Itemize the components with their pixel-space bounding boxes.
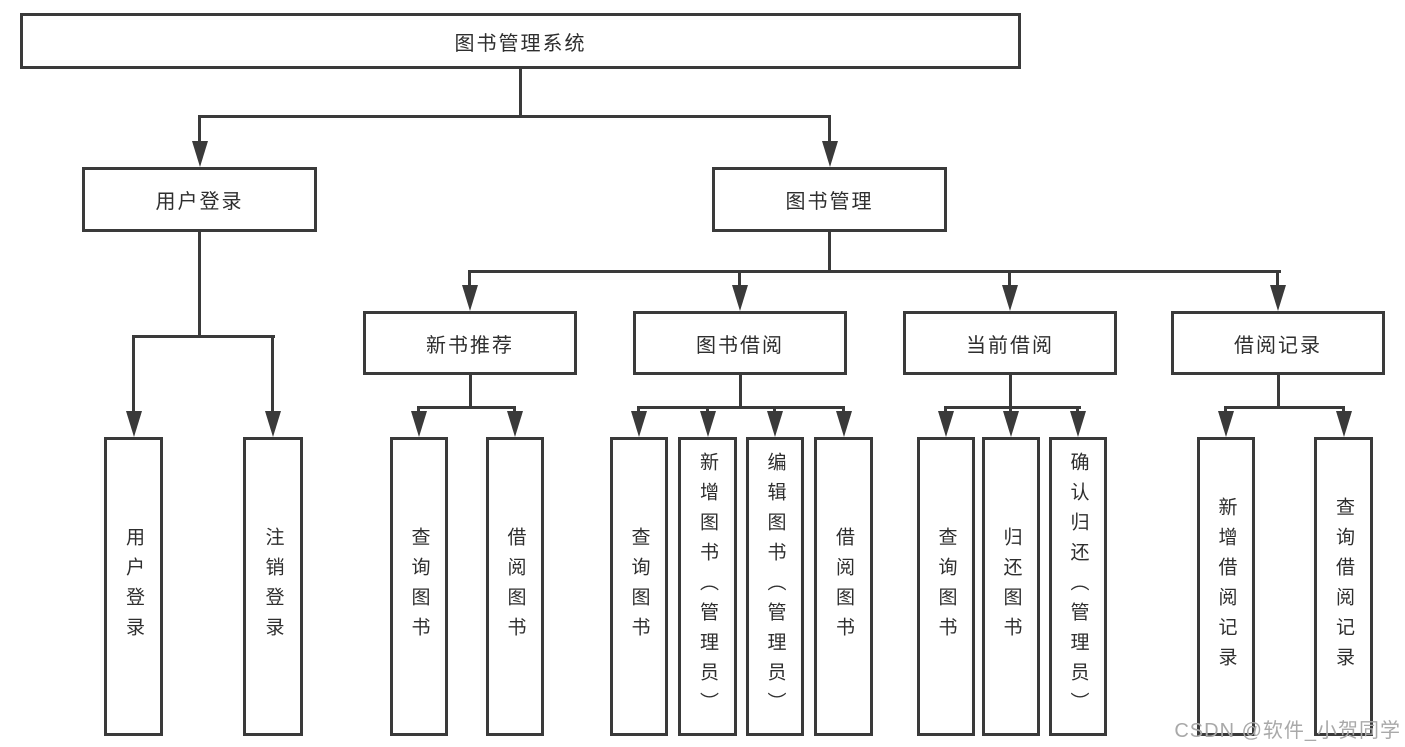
- arrowhead-down-icon: [631, 411, 647, 437]
- leaf-label: 借阅图书: [833, 526, 854, 647]
- leaf-label: 查询图书: [935, 526, 957, 647]
- connector-line: [828, 232, 831, 273]
- node-library-management-system: 图书管理系统: [20, 13, 1021, 69]
- arrowhead-down-icon: [1270, 285, 1286, 311]
- arrowhead-down-icon: [699, 411, 716, 437]
- connector-line: [469, 375, 472, 409]
- connector-line: [637, 406, 845, 409]
- arrowhead-down-icon: [1335, 411, 1352, 437]
- arrowhead-down-icon: [938, 411, 954, 437]
- arrowhead-down-icon: [462, 285, 478, 311]
- node-book-borrowing: 图书借阅: [633, 311, 847, 375]
- connector-line: [828, 115, 831, 151]
- leaf-add-borrow-record: 新增借阅记录: [1197, 437, 1255, 736]
- connector-line: [198, 232, 201, 338]
- connector-line: [944, 406, 1081, 409]
- connector-line: [132, 335, 135, 415]
- connector-line: [739, 375, 742, 409]
- leaf-query-books: 查询图书: [610, 437, 668, 736]
- leaf-label: 编辑图书（管理员）: [764, 451, 786, 722]
- connector-line: [1276, 270, 1279, 289]
- leaf-borrow-books: 借阅图书: [486, 437, 544, 736]
- csdn-watermark: CSDN @软件_小贺同学: [1174, 720, 1401, 742]
- connector-line: [738, 270, 741, 289]
- leaf-logout: 注销登录: [243, 437, 303, 736]
- node-borrowing-records: 借阅记录: [1171, 311, 1385, 375]
- arrowhead-down-icon: [191, 141, 208, 167]
- connector-line: [468, 270, 471, 289]
- leaf-user-login: 用户登录: [104, 437, 163, 736]
- leaf-edit-books-admin: 编辑图书（管理员）: [746, 437, 804, 736]
- connector-line: [1224, 406, 1345, 409]
- arrowhead-down-icon: [507, 411, 523, 437]
- arrowhead-down-icon: [265, 411, 281, 437]
- connector-line: [198, 115, 201, 151]
- arrowhead-down-icon: [125, 411, 142, 437]
- arrowhead-down-icon: [821, 141, 838, 167]
- leaf-query-books: 查询图书: [390, 437, 448, 736]
- connector-line: [1008, 270, 1011, 289]
- leaf-label: 查询图书: [408, 526, 430, 647]
- node-book-management: 图书管理: [712, 167, 947, 232]
- leaf-label: 查询借阅记录: [1333, 496, 1354, 677]
- connector-line: [1277, 375, 1280, 409]
- leaf-label: 新增借阅记录: [1215, 496, 1237, 677]
- arrowhead-down-icon: [1002, 285, 1018, 311]
- connector-line: [1009, 375, 1012, 409]
- connector-line: [468, 270, 1281, 273]
- connector-line: [271, 335, 274, 415]
- leaf-label: 用户登录: [123, 526, 144, 647]
- leaf-add-books-admin: 新增图书（管理员）: [678, 437, 737, 736]
- leaf-confirm-return-admin: 确认归还（管理员）: [1049, 437, 1107, 736]
- leaf-query-books: 查询图书: [917, 437, 975, 736]
- connector-line: [519, 69, 522, 118]
- arrowhead-down-icon: [1070, 411, 1086, 437]
- arrowhead-down-icon: [767, 411, 783, 437]
- leaf-borrow-books: 借阅图书: [814, 437, 873, 736]
- connector-line: [132, 335, 275, 338]
- leaf-label: 注销登录: [262, 526, 284, 647]
- leaf-label: 查询图书: [628, 526, 650, 647]
- leaf-label: 借阅图书: [504, 526, 526, 647]
- arrowhead-down-icon: [411, 411, 427, 437]
- leaf-label: 确认归还（管理员）: [1067, 451, 1089, 722]
- arrowhead-down-icon: [1218, 411, 1234, 437]
- connector-line: [417, 406, 516, 409]
- arrowhead-down-icon: [732, 285, 748, 311]
- node-user-login: 用户登录: [82, 167, 317, 232]
- leaf-return-books: 归还图书: [982, 437, 1040, 736]
- node-new-book-recommendation: 新书推荐: [363, 311, 577, 375]
- leaf-label: 归还图书: [1000, 526, 1022, 647]
- node-current-borrowing: 当前借阅: [903, 311, 1117, 375]
- leaf-label: 新增图书（管理员）: [697, 451, 718, 722]
- connector-line: [198, 115, 831, 118]
- arrowhead-down-icon: [835, 411, 852, 437]
- arrowhead-down-icon: [1003, 411, 1019, 437]
- leaf-query-borrow-record: 查询借阅记录: [1314, 437, 1373, 736]
